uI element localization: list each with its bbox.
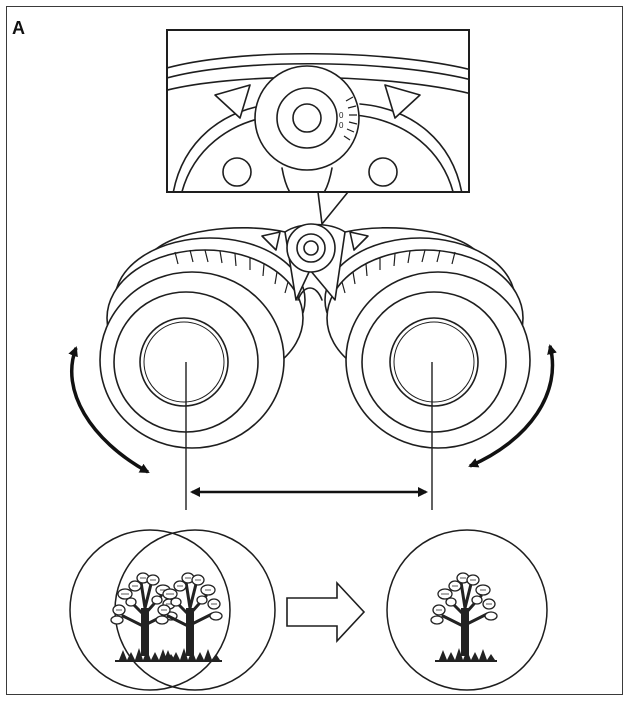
diopter-ring-icon: 0 0 — [254, 65, 360, 171]
center-focus-wheel — [286, 223, 336, 273]
tree-icon — [429, 571, 499, 663]
misaligned-view — [69, 529, 276, 691]
rotate-arrow-icon — [468, 344, 557, 468]
hollow-right-arrow-icon — [286, 580, 366, 644]
binoculars-illustration — [99, 223, 531, 449]
diopter-inset: 0 0 — [166, 29, 470, 225]
rotate-arrow-icon — [68, 346, 150, 474]
right-barrel — [324, 237, 531, 449]
diopter-scale-digit: 0 — [339, 111, 344, 120]
aligned-view — [386, 529, 548, 691]
left-barrel — [99, 237, 306, 449]
diopter-scale-digit: 0 — [339, 121, 344, 130]
panel-label: A — [12, 18, 25, 38]
